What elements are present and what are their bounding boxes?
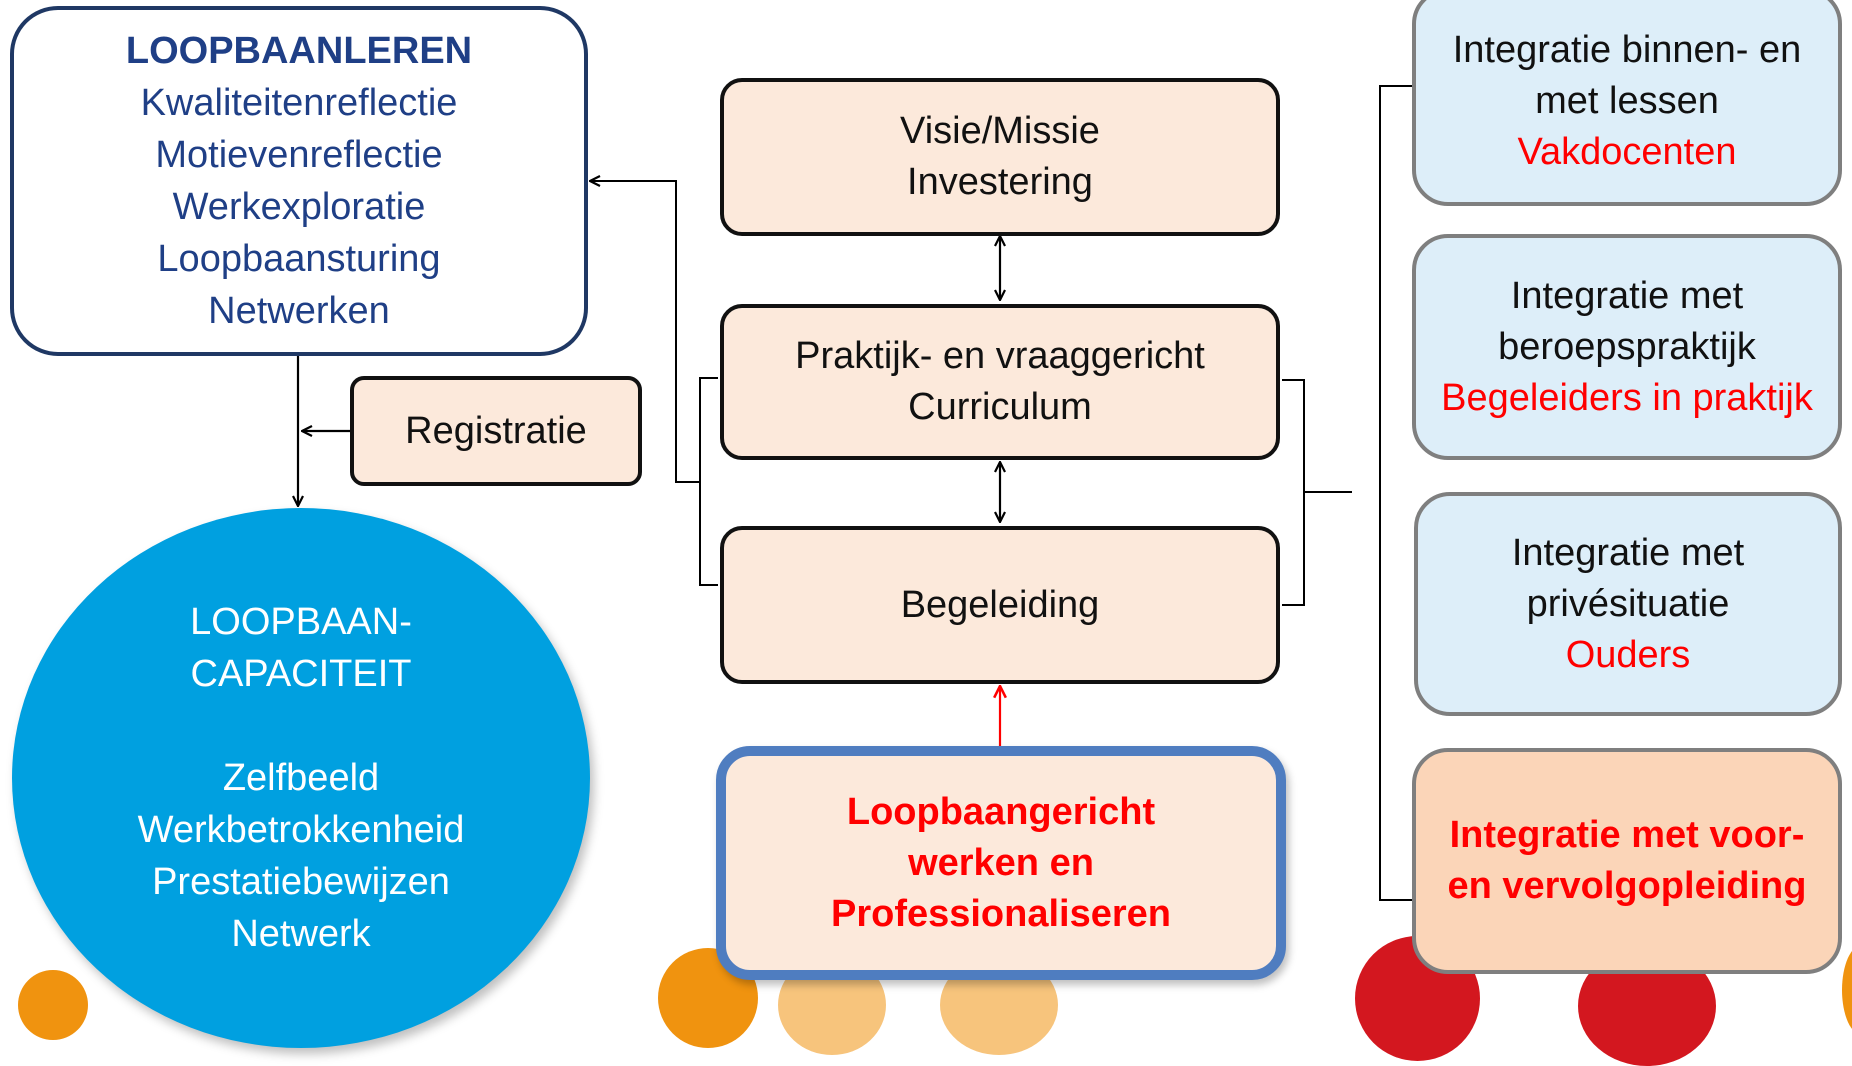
visie-label: Visie/Missie xyxy=(900,110,1100,152)
loopbaanleren-box: LOOPBAANLEREN Kwaliteitenreflectie Motie… xyxy=(10,6,588,356)
investering-label: Investering xyxy=(907,161,1093,203)
arrow-to-loopbaanleren xyxy=(590,181,700,483)
integratie-label: beroepspraktijk xyxy=(1498,325,1756,368)
actor-label: Begeleiders in praktijk xyxy=(1441,376,1813,419)
loopbaanleren-item: Kwaliteitenreflectie xyxy=(140,82,458,124)
curriculum-label: Curriculum xyxy=(908,386,1092,428)
left-bracket xyxy=(699,377,718,586)
begeleiding-label: Begeleiding xyxy=(900,583,1100,626)
visie-missie-box: Visie/Missie Investering xyxy=(720,78,1280,236)
loopbaangericht-werken-box: Loopbaangericht werken en Professionalis… xyxy=(716,746,1286,980)
praktijk-label: Praktijk- en vraaggericht xyxy=(795,335,1205,377)
integratie-label: privésituatie xyxy=(1526,582,1730,625)
loopbaanleren-title: LOOPBAANLEREN xyxy=(125,30,473,72)
capaciteit-title: CAPACITEIT xyxy=(190,653,412,695)
integratie-label: en vervolgopleiding xyxy=(1447,865,1807,907)
capaciteit-item: Werkbetrokkenheid xyxy=(137,809,465,851)
integratie-label: Integratie binnen- en xyxy=(1452,28,1802,71)
decor-dot-orange-edge xyxy=(1842,945,1852,1035)
integratie-label: Integratie met xyxy=(1511,531,1745,574)
curriculum-box: Praktijk- en vraaggericht Curriculum xyxy=(720,304,1280,460)
right-bracket xyxy=(1282,379,1305,606)
capaciteit-title: LOOPBAAN- xyxy=(190,601,412,643)
registratie-box: Registratie xyxy=(350,376,642,486)
begeleiding-box: Begeleiding xyxy=(720,526,1280,684)
right-tall-bracket xyxy=(1379,85,1412,901)
loopbaanleren-item: Motievenreflectie xyxy=(155,134,443,176)
integratie-lessen-box: Integratie binnen- en met lessen Vakdoce… xyxy=(1412,0,1842,206)
lgw-label: Professionaliseren xyxy=(830,892,1172,935)
lgw-label: Loopbaangericht xyxy=(846,790,1156,833)
lgw-label: werken en xyxy=(908,841,1094,884)
decor-dot-orange-small xyxy=(18,970,88,1040)
integratie-privesituatie-box: Integratie met privésituatie Ouders xyxy=(1414,492,1842,716)
loopbaanleren-item: Loopbaansturing xyxy=(157,238,441,280)
integratie-opleiding-box: Integratie met voor- en vervolgopleiding xyxy=(1412,748,1842,974)
integratie-label: Integratie met xyxy=(1510,274,1744,317)
loopbaanleren-item: Netwerken xyxy=(208,290,390,332)
capaciteit-item: Zelfbeeld xyxy=(222,757,380,799)
actor-label: Ouders xyxy=(1565,633,1691,676)
integratie-beroepspraktijk-box: Integratie met beroepspraktijk Begeleide… xyxy=(1412,234,1842,460)
integratie-label: Integratie met voor- xyxy=(1449,814,1805,856)
loopbaancapaciteit-circle: LOOPBAAN- CAPACITEIT Zelfbeeld Werkbetro… xyxy=(12,508,590,1048)
capaciteit-item: Prestatiebewijzen xyxy=(152,861,450,903)
loopbaanleren-item: Werkexploratie xyxy=(172,186,426,228)
registratie-label: Registratie xyxy=(405,409,587,452)
integratie-label: met lessen xyxy=(1535,79,1719,122)
connectors xyxy=(0,85,1412,901)
actor-label: Vakdocenten xyxy=(1517,130,1737,173)
capaciteit-item: Netwerk xyxy=(231,913,371,955)
